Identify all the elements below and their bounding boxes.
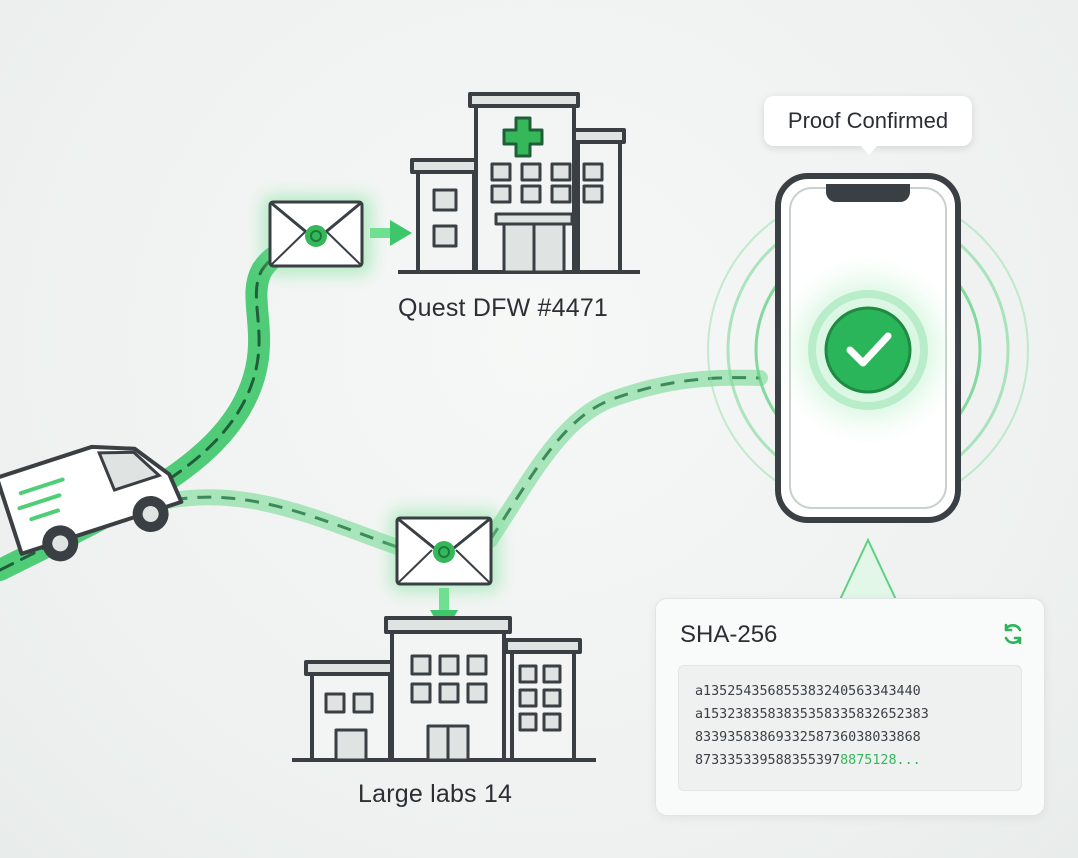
smartphone-icon (775, 173, 961, 523)
hash-line-4-plain: 873335339588355397 (695, 753, 841, 768)
hash-line-4: 8733353395883553978875128... (695, 749, 1007, 772)
quest-facility-building (398, 92, 640, 274)
phone-to-hash-connector (836, 537, 900, 605)
refresh-icon[interactable] (1000, 621, 1026, 647)
delivery-van-icon (0, 444, 184, 562)
large-labs-building (292, 616, 596, 762)
hash-line-1: a135254356855383240563343440 (695, 684, 921, 699)
envelope-icon-bottom (390, 510, 500, 592)
hash-value-box: a135254356855383240563343440 a1532383583… (678, 665, 1022, 791)
proof-status-text: Proof Confirmed (787, 108, 949, 133)
envelope-icon-top (262, 195, 372, 275)
arrow-right-icon (370, 220, 412, 246)
route-to-large-labs (142, 489, 408, 556)
proof-confirmed-badge: Proof Confirmed (764, 96, 972, 155)
check-circle-icon (824, 306, 912, 394)
hash-card: SHA-256 a135254356855383240563343440 a15… (655, 598, 1045, 816)
hash-line-3: 8339358386933258736038033868 (695, 730, 921, 745)
hash-title: SHA-256 (680, 621, 778, 648)
large-labs-label: Large labs 14 (358, 780, 513, 808)
quest-facility-label: Quest DFW #4471 (398, 294, 609, 322)
route-to-phone (482, 369, 768, 548)
hash-line-4-highlight: 8875128... (840, 753, 921, 768)
hash-line-2: a1532383583835358335832652383 (695, 707, 929, 722)
